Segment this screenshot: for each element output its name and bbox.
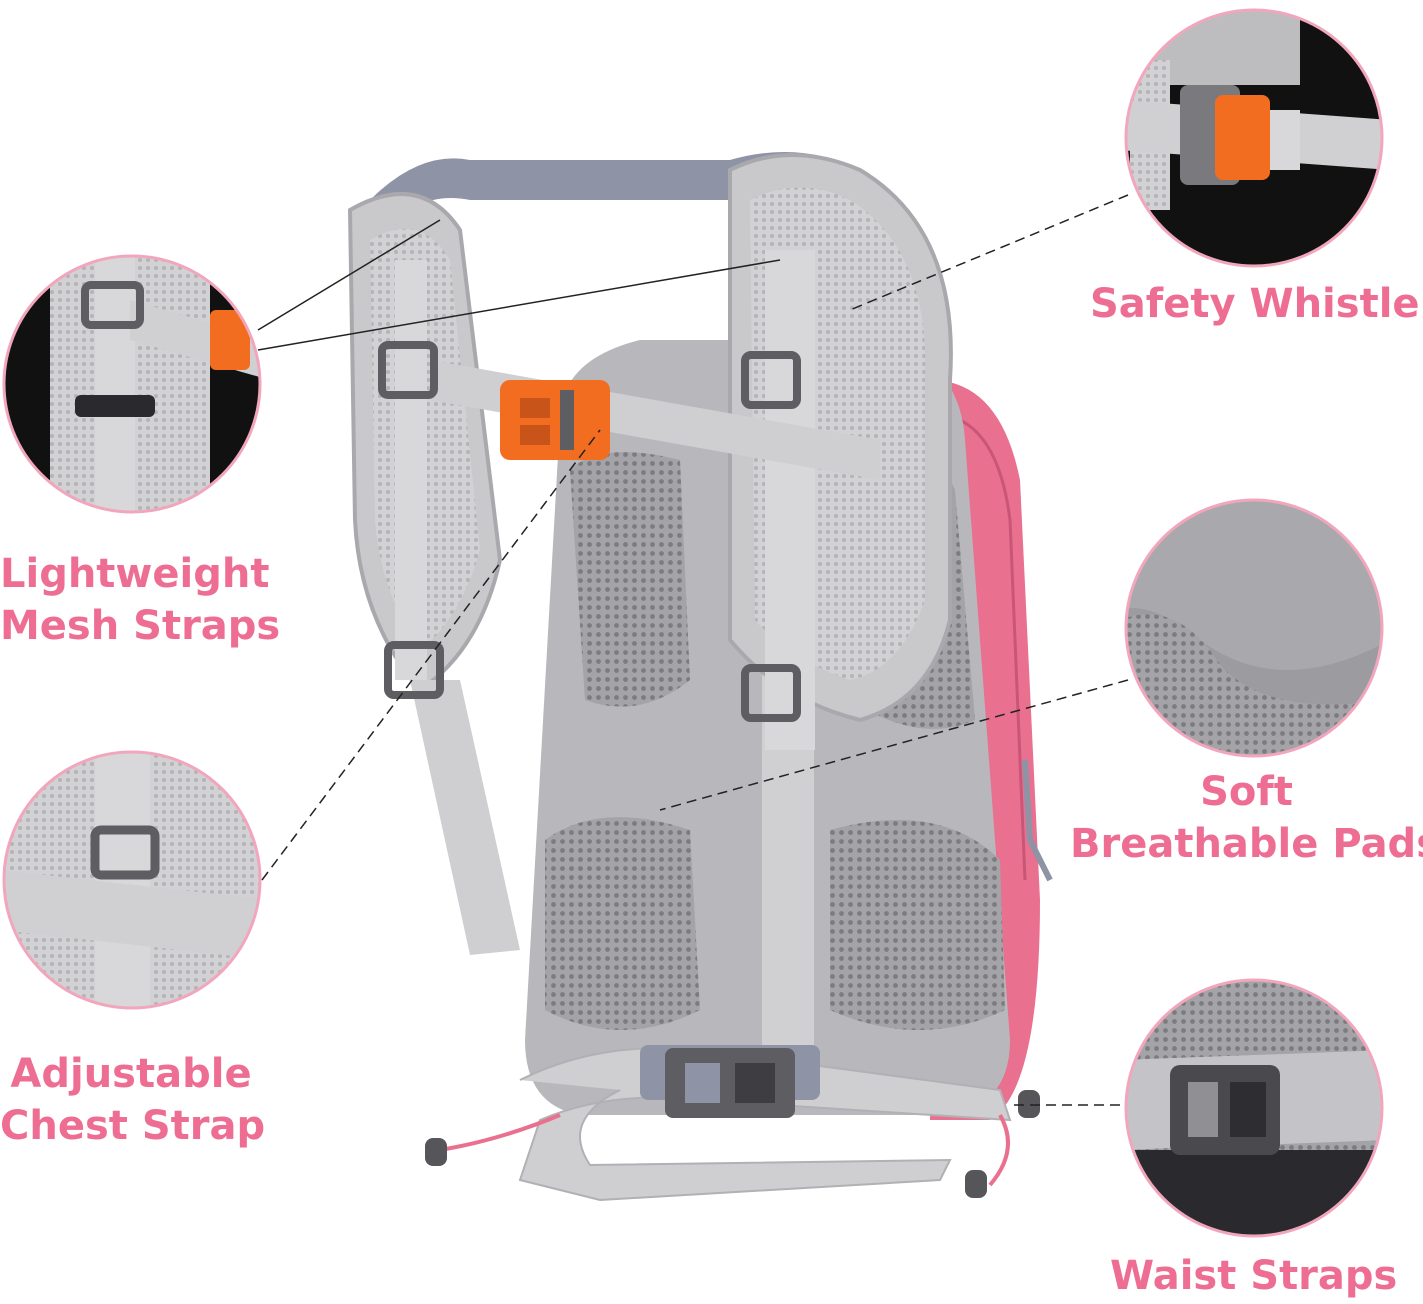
waist-buckle [665, 1048, 795, 1118]
label-chest-strap: Adjustable Chest Strap [0, 1048, 266, 1152]
left-strap-slider [378, 341, 438, 399]
label-breathable-pads-line1: Soft [1200, 769, 1293, 815]
lower-mesh-pad-right [830, 820, 1005, 1030]
label-mesh-straps-line1: Lightweight [0, 551, 270, 597]
label-mesh-straps: Lightweight Mesh Straps [0, 548, 281, 652]
backpack [347, 152, 1053, 1202]
label-safety-whistle-line1: Safety Whistle [1090, 281, 1420, 327]
detail-circle-waist-straps [1124, 978, 1384, 1238]
detail-circle-breathable-pads [1124, 498, 1384, 758]
detail-circle-mesh-straps [2, 254, 262, 514]
upper-mesh-pad-left [570, 452, 690, 707]
label-breathable-pads-line2: Breathable Pads [1070, 821, 1423, 867]
label-safety-whistle: Safety Whistle [1090, 278, 1420, 330]
label-breathable-pads: Soft Breathable Pads [1070, 766, 1423, 870]
right-strap-slider [741, 351, 801, 409]
whistle-buckle [500, 380, 610, 460]
label-chest-strap-line2: Chest Strap [0, 1103, 266, 1149]
label-mesh-straps-line2: Mesh Straps [0, 603, 281, 649]
label-waist-straps-line1: Waist Straps [1110, 1253, 1398, 1299]
label-waist-straps: Waist Straps [1110, 1250, 1398, 1302]
leader-lines [257, 194, 1129, 1106]
detail-circle-chest-strap [2, 750, 262, 1010]
label-chest-strap-line1: Adjustable [10, 1051, 252, 1097]
lower-mesh-pad-left [545, 817, 700, 1030]
detail-circle-safety-whistle [1124, 8, 1384, 268]
